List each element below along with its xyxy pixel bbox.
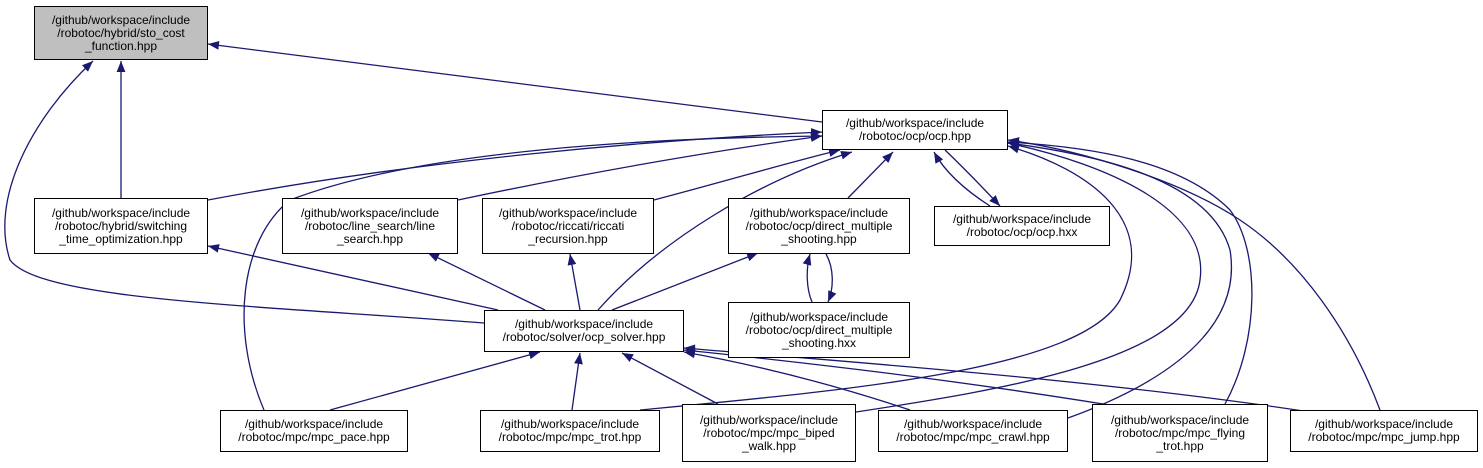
node-label-line: /robotoc/line_search/line (304, 218, 436, 233)
node-label-line: _shooting.hxx (781, 335, 857, 350)
node-label-line: /github/workspace/include (244, 417, 384, 431)
node-label-line: _recursion.hpp (528, 231, 608, 246)
node-label-line: /robotoc/hybrid/switching (54, 218, 188, 233)
node-label-line: _trot.hpp (1156, 438, 1204, 453)
node-label-line: /robotoc/mpc/mpc_jump.hpp (1308, 430, 1460, 444)
edge-flying-to-ocp (1007, 138, 1253, 405)
node-label-line: /github/workspace/include (51, 12, 191, 27)
edge-biped-to-solver (621, 352, 719, 405)
node-direct-multiple-shooting-hxx[interactable]: /github/workspace/include /robotoc/ocp/d… (728, 302, 910, 358)
node-label-line: /github/workspace/include (51, 205, 191, 220)
node-mpc-pace[interactable]: /github/workspace/include /robotoc/mpc/m… (220, 410, 408, 452)
node-label-line: /robotoc/ocp/ocp.hpp (858, 129, 972, 143)
node-line-search[interactable]: /github/workspace/include /robotoc/line_… (282, 198, 458, 254)
node-label-line: _shooting.hpp (781, 231, 857, 246)
node-label-line: /github/workspace/include (498, 205, 638, 220)
node-label-line: /github/workspace/include (749, 309, 889, 324)
edge-dms-to-ocp (847, 151, 894, 199)
edge-trot-to-solver (571, 352, 583, 411)
edge-solver-to-ocp (597, 150, 853, 311)
edge-ocp-to-sto (207, 41, 823, 123)
node-label-line: /robotoc/mpc/mpc_pace.hpp (238, 430, 390, 444)
node-label-line: /robotoc/ocp/ocp.hxx (966, 225, 1078, 239)
node-label-line: /robotoc/solver/ocp_solver.hpp (502, 330, 666, 344)
edge-dms-to-solver (611, 252, 759, 311)
edge-linesearch-to-solver (427, 252, 546, 311)
node-label-line: /github/workspace/include (952, 212, 1092, 226)
node-label-line: /github/workspace/include (699, 412, 839, 427)
node-mpc-flying-trot[interactable]: /github/workspace/include /robotoc/mpc/m… (1092, 404, 1268, 462)
node-label-line: _walk.hpp (741, 438, 797, 453)
edge-solver-to-sto (4, 60, 485, 324)
node-label-line: /robotoc/ocp/direct_multiple (745, 322, 893, 337)
node-mpc-jump[interactable]: /github/workspace/include /robotoc/mpc/m… (1290, 410, 1478, 452)
edge-riccati-to-ocp (653, 148, 841, 201)
edge-linesearch-to-ocp (457, 133, 823, 201)
edge-pace-to-ocp (243, 131, 823, 411)
edge-dmshxx-to-dmshpp (802, 253, 813, 303)
edge-switching-to-ocp (207, 128, 823, 201)
node-sto-cost-function: /github/workspace/include /robotoc/hybri… (34, 6, 208, 60)
edge-ocphxx-to-ocp (933, 151, 991, 207)
node-label-line: /robotoc/riccati/riccati (511, 218, 625, 233)
node-ocp-hxx[interactable]: /github/workspace/include /robotoc/ocp/o… (934, 206, 1110, 246)
edge-biped-to-ocp (855, 141, 1202, 413)
node-riccati-recursion[interactable]: /github/workspace/include /robotoc/ricca… (482, 198, 654, 254)
node-label-line: _time_optimization.hpp (59, 231, 183, 246)
node-label-line: /robotoc/mpc/mpc_biped (703, 425, 835, 440)
node-label-line: /github/workspace/include (1314, 417, 1454, 431)
node-mpc-biped-walk[interactable]: /github/workspace/include /robotoc/mpc/m… (682, 404, 856, 462)
edge-jump-to-ocp (1007, 137, 1381, 411)
edge-dmshpp-to-dmshxx (825, 253, 837, 303)
node-mpc-crawl[interactable]: /github/workspace/include /robotoc/mpc/m… (878, 410, 1068, 452)
edge-pace-to-solver (329, 350, 541, 411)
edge-trot-to-ocp (639, 144, 1133, 411)
node-switching-time-optimization[interactable]: /github/workspace/include /robotoc/hybri… (34, 198, 208, 254)
node-label-line: /github/workspace/include (903, 417, 1043, 431)
node-label-line: /robotoc/mpc/mpc_flying (1114, 425, 1246, 440)
node-mpc-trot[interactable]: /github/workspace/include /robotoc/mpc/m… (480, 410, 660, 452)
node-label-line: /github/workspace/include (514, 317, 654, 331)
node-label-line: /github/workspace/include (300, 205, 440, 220)
node-label-line: /github/workspace/include (1110, 412, 1250, 427)
edge-ocp-to-ocphxx (944, 149, 1001, 207)
node-label-line: _search.hpp (336, 231, 404, 246)
edge-riccati-to-solver (567, 253, 581, 311)
node-label-line: /github/workspace/include (749, 205, 889, 220)
node-label-line: _function.hpp (84, 38, 158, 53)
edge-crawl-to-ocp (1007, 140, 1233, 419)
node-label-line: /github/workspace/include (845, 116, 985, 130)
node-label-line: /robotoc/mpc/mpc_trot.hpp (498, 430, 642, 444)
node-ocp-solver[interactable]: /github/workspace/include /robotoc/solve… (484, 310, 684, 352)
node-label-line: /robotoc/hybrid/sto_cost (57, 25, 185, 40)
node-label-line: /robotoc/mpc/mpc_crawl.hpp (896, 430, 1050, 444)
node-label-line: /robotoc/ocp/direct_multiple (745, 218, 893, 233)
edge-flying-to-solver (683, 346, 1141, 411)
node-ocp-hpp[interactable]: /github/workspace/include /robotoc/ocp/o… (822, 110, 1008, 150)
node-label-line: /github/workspace/include (500, 417, 640, 431)
edge-crawl-to-solver (683, 349, 911, 411)
node-direct-multiple-shooting-hpp[interactable]: /github/workspace/include /robotoc/ocp/d… (728, 198, 910, 254)
edge-switching-to-solver (207, 244, 499, 311)
